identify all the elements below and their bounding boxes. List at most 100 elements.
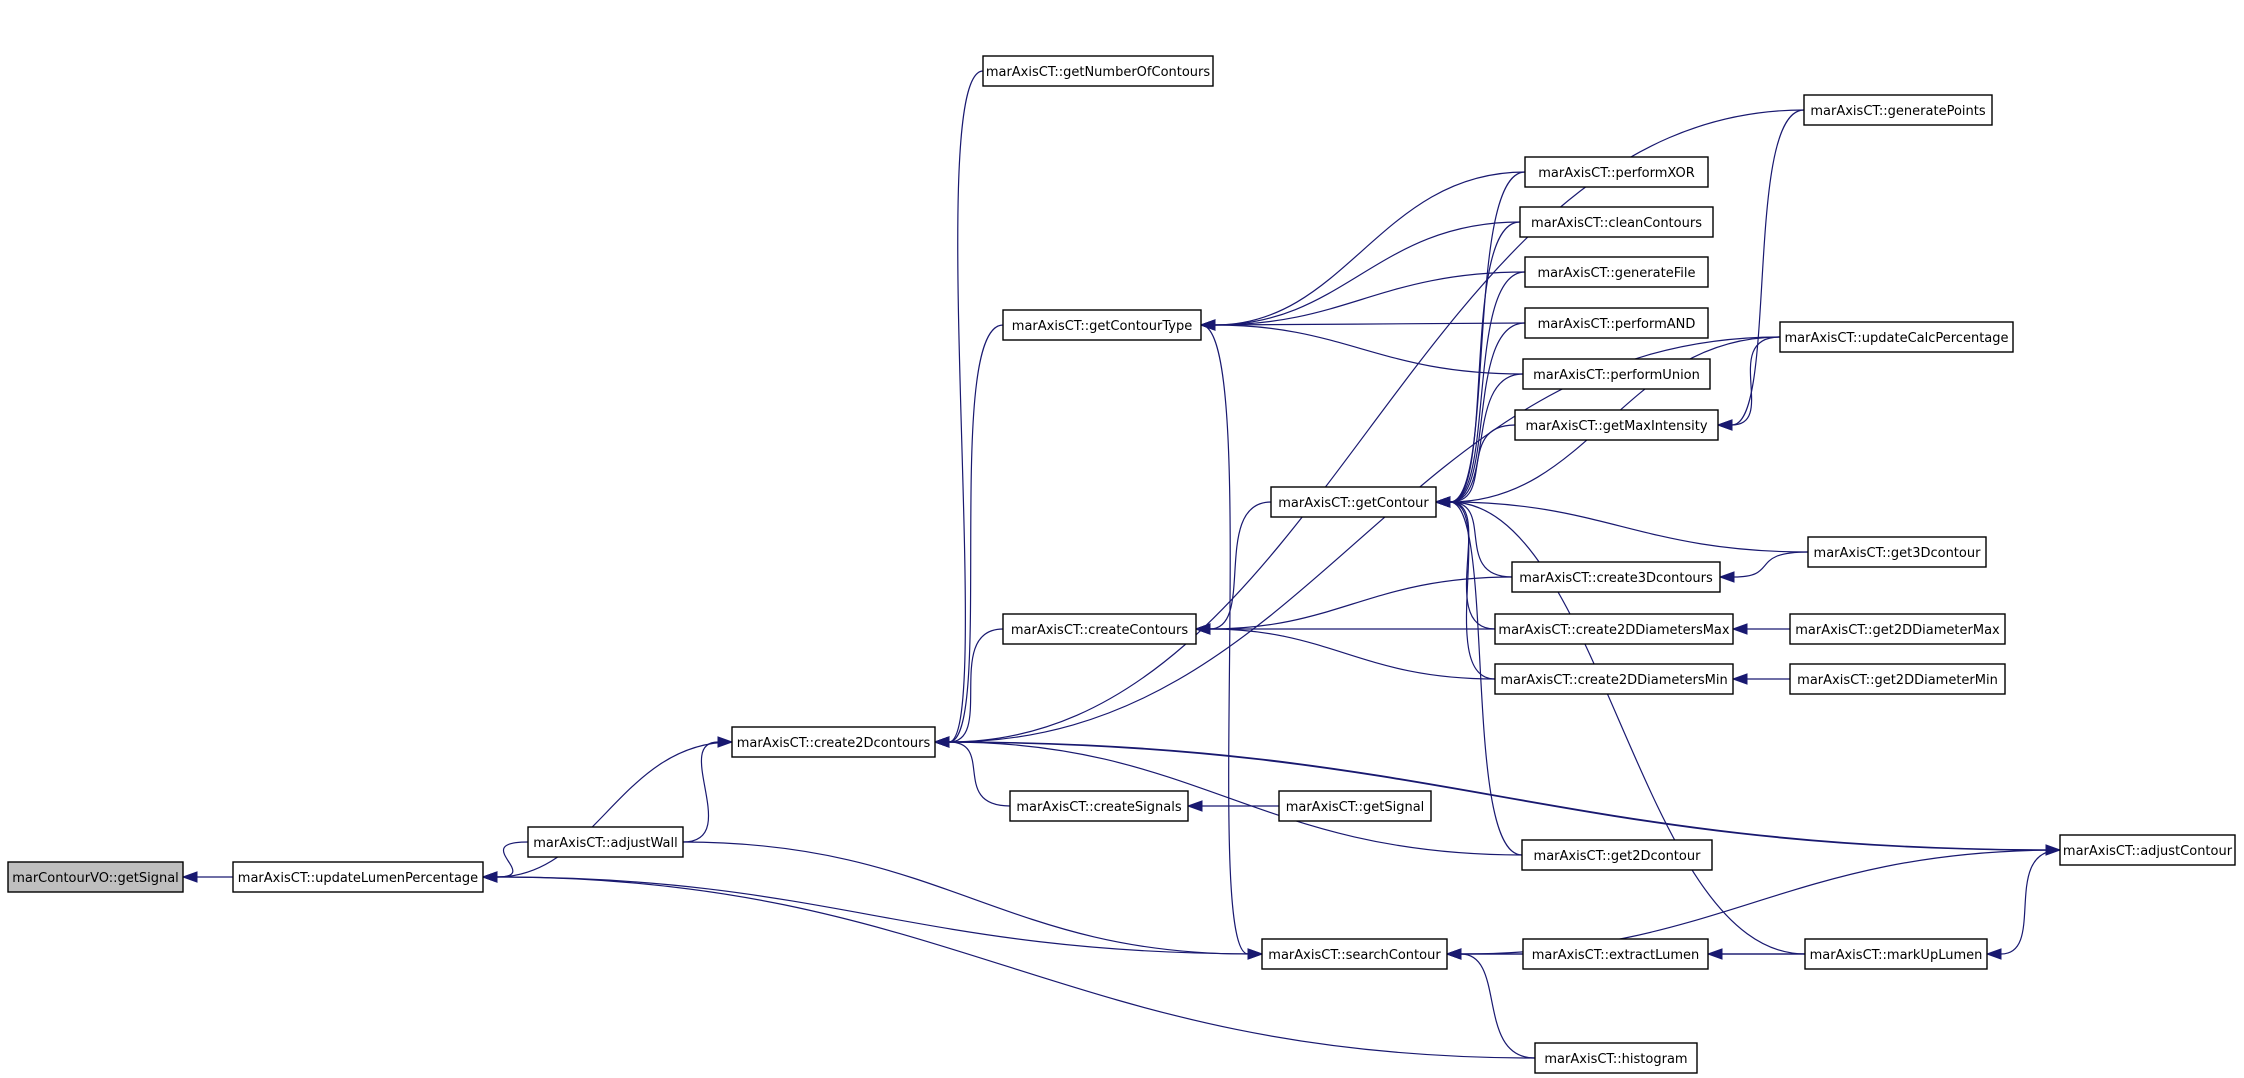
node-adjust-contour[interactable]: marAxisCT::adjustContour	[2059, 834, 2236, 866]
node-box	[1789, 663, 2006, 695]
edge-get3-dcontour-to-create3-d	[1733, 551, 1809, 578]
node-get-num-contours[interactable]: marAxisCT::getNumberOfContours	[982, 55, 1214, 87]
node-mark-up-lumen[interactable]: marAxisCT::markUpLumen	[1804, 938, 1988, 970]
edges-layer	[181, 70, 2062, 1059]
arrowhead-diam-min	[1731, 673, 1748, 685]
node-box	[7, 861, 184, 893]
node-get-diam-max[interactable]: marAxisCT::get2DDiameterMax	[1789, 613, 2006, 645]
edge-get-contour-to-create-contours	[1209, 501, 1272, 630]
edge-diam-min-to-create-contours	[1209, 628, 1496, 680]
node-label: marAxisCT::getSignal	[1286, 800, 1425, 815]
node-box	[1522, 358, 1711, 390]
arrowhead-search-contour	[1247, 948, 1264, 960]
node-get-signal-vo[interactable]: marContourVO::getSignal	[7, 861, 184, 893]
node-label: marAxisCT::createSignals	[1016, 800, 1181, 815]
edge-perform-union-to-get-contour	[1449, 373, 1524, 503]
node-adjust-wall[interactable]: marAxisCT::adjustWall	[527, 826, 684, 858]
edge-get-contour-type-to-search-contour	[1200, 324, 1249, 955]
node-get3-dcontour[interactable]: marAxisCT::get3Dcontour	[1807, 536, 1987, 568]
node-box	[1514, 409, 1719, 441]
node-box	[1278, 790, 1432, 822]
arrowhead-adjust-contour	[2045, 844, 2062, 856]
edge-adjust-wall-to-search-contour	[682, 841, 1249, 955]
edge-get2-dcontour-to-create2-d	[948, 741, 1523, 856]
edge-generate-points-to-get-max-intensity	[1731, 109, 1805, 426]
node-box	[232, 861, 484, 893]
node-get2-dcontour[interactable]: marAxisCT::get2Dcontour	[1521, 839, 1713, 871]
node-histogram[interactable]: marAxisCT::histogram	[1534, 1042, 1698, 1074]
edge-perform-and-to-get-contour	[1449, 322, 1526, 503]
node-box	[1270, 486, 1437, 518]
node-diam-max[interactable]: marAxisCT::create2DDiametersMax	[1494, 613, 1734, 645]
node-label: marAxisCT::searchContour	[1268, 948, 1441, 963]
node-label: marContourVO::getSignal	[12, 871, 179, 886]
node-box	[1002, 309, 1202, 341]
edge-perform-union-to-get-contour-type	[1214, 324, 1524, 375]
node-create-signals[interactable]: marAxisCT::createSignals	[1009, 790, 1189, 822]
edge-perform-xor-to-get-contour	[1449, 171, 1526, 503]
edge-histogram-to-search-contour	[1460, 953, 1536, 1059]
node-box	[1779, 321, 2014, 353]
node-generate-file[interactable]: marAxisCT::generateFile	[1524, 256, 1709, 288]
node-get-max-intensity[interactable]: marAxisCT::getMaxIntensity	[1514, 409, 1719, 441]
node-get-contour[interactable]: marAxisCT::getContour	[1270, 486, 1437, 518]
node-diam-min[interactable]: marAxisCT::create2DDiametersMin	[1494, 663, 1734, 695]
arrowhead-get-contour-type	[1199, 319, 1216, 331]
node-box	[1789, 613, 2006, 645]
node-box	[982, 55, 1214, 87]
node-extract-lumen[interactable]: marAxisCT::extractLumen	[1522, 938, 1709, 970]
node-label: marAxisCT::get2DDiameterMax	[1795, 623, 2000, 638]
node-generate-points[interactable]: marAxisCT::generatePoints	[1803, 94, 1993, 126]
edge-perform-and-to-get-contour-type	[1214, 322, 1526, 326]
node-box	[527, 826, 684, 858]
node-create2-d[interactable]: marAxisCT::create2Dcontours	[731, 726, 936, 758]
node-clean-contours[interactable]: marAxisCT::cleanContours	[1519, 206, 1714, 238]
node-label: marAxisCT::generateFile	[1538, 266, 1696, 281]
node-get-diam-min[interactable]: marAxisCT::get2DDiameterMin	[1789, 663, 2006, 695]
node-perform-union[interactable]: marAxisCT::performUnion	[1522, 358, 1711, 390]
node-create-contours[interactable]: marAxisCT::createContours	[1002, 613, 1197, 645]
node-search-contour[interactable]: marAxisCT::searchContour	[1261, 938, 1448, 970]
node-box	[1807, 536, 1987, 568]
node-box	[1524, 156, 1709, 188]
node-label: marAxisCT::getContourType	[1012, 319, 1192, 334]
node-label: marAxisCT::generatePoints	[1810, 104, 1985, 119]
node-label: marAxisCT::create2DDiametersMin	[1500, 673, 1727, 688]
node-label: marAxisCT::updateLumenPercentage	[238, 871, 478, 886]
node-label: marAxisCT::create2Dcontours	[737, 736, 931, 751]
edge-get3-dcontour-to-get-contour	[1449, 501, 1809, 553]
arrowhead-get-contour	[1434, 496, 1451, 508]
node-label: marAxisCT::getContour	[1278, 496, 1429, 511]
edge-search-contour-to-update-lumen	[496, 876, 1263, 955]
arrowhead-diam-max	[1731, 623, 1748, 635]
node-box	[731, 726, 936, 758]
node-box	[1524, 256, 1709, 288]
node-label: marAxisCT::get2Dcontour	[1534, 849, 1702, 864]
node-update-calc[interactable]: marAxisCT::updateCalcPercentage	[1779, 321, 2014, 353]
node-label: marAxisCT::performUnion	[1533, 368, 1700, 383]
node-label: marAxisCT::getNumberOfContours	[986, 65, 1211, 80]
node-label: marAxisCT::performXOR	[1538, 166, 1695, 181]
node-box	[1009, 790, 1189, 822]
node-label: marAxisCT::adjustWall	[533, 836, 677, 851]
node-create3-d[interactable]: marAxisCT::create3Dcontours	[1511, 561, 1721, 593]
edge-perform-xor-to-get-contour-type	[1214, 171, 1526, 326]
edge-create3-d-to-get-contour	[1449, 501, 1513, 578]
node-box	[1494, 613, 1734, 645]
node-label: marAxisCT::cleanContours	[1531, 216, 1702, 231]
node-get-contour-type[interactable]: marAxisCT::getContourType	[1002, 309, 1202, 341]
node-label: marAxisCT::create3Dcontours	[1519, 571, 1713, 586]
edge-generate-file-to-get-contour	[1449, 271, 1526, 503]
node-box	[1524, 307, 1709, 339]
arrowhead-create-signals	[1186, 800, 1203, 812]
edge-diam-min-to-get-contour	[1449, 501, 1496, 680]
node-get-signal-ct[interactable]: marAxisCT::getSignal	[1278, 790, 1432, 822]
node-label: marAxisCT::create2DDiametersMax	[1498, 623, 1729, 638]
edge-create2-d-to-adjust-contour	[934, 741, 2047, 851]
node-perform-and[interactable]: marAxisCT::performAND	[1524, 307, 1709, 339]
node-update-lumen[interactable]: marAxisCT::updateLumenPercentage	[232, 861, 484, 893]
arrowhead-search-contour	[1445, 948, 1462, 960]
node-perform-xor[interactable]: marAxisCT::performXOR	[1524, 156, 1709, 188]
edge-create-contours-to-create2-d	[948, 628, 1004, 743]
